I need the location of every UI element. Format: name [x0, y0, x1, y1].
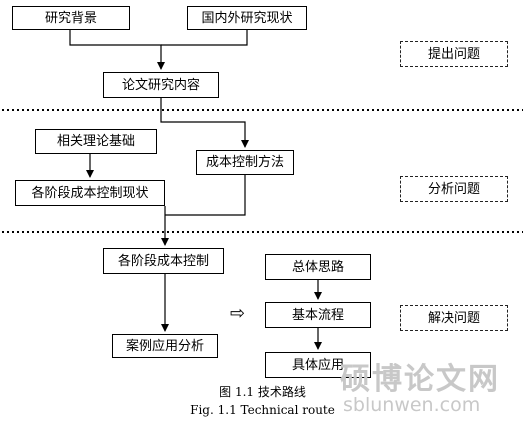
node-related-theory: 相关理论基础: [35, 129, 157, 154]
node-research-background: 研究背景: [12, 6, 130, 30]
stage-label-solve: 解决问题: [400, 305, 508, 331]
caption-english: Fig. 1.1 Technical route: [190, 403, 335, 417]
node-cost-control-method: 成本控制方法: [196, 150, 294, 175]
node-case-analysis: 案例应用分析: [112, 334, 218, 358]
node-basic-flow: 基本流程: [265, 302, 371, 328]
node-stage-cost-control: 各阶段成本控制: [103, 248, 224, 274]
connector-background-to-content: [69, 30, 165, 70]
node-stage-cost-status: 各阶段成本控制现状: [15, 180, 165, 206]
connector-content-to-method: [160, 98, 249, 148]
node-thesis-content: 论文研究内容: [103, 72, 219, 98]
node-domestic-foreign-status: 国内外研究现状: [187, 6, 307, 30]
watermark-site-name: 硕博论文网: [340, 362, 500, 397]
watermark-url: sblunwen.com: [343, 394, 481, 416]
stage-label-raise: 提出问题: [400, 41, 508, 67]
implies-arrow-icon: ⇨: [230, 303, 246, 324]
node-specific-application: 具体应用: [265, 352, 371, 378]
connector-domestic-to-content: [161, 30, 248, 46]
caption-chinese: 图 1.1 技术路线: [219, 385, 306, 399]
stage-label-analyze: 分析问题: [400, 176, 508, 202]
node-overall-idea: 总体思路: [265, 254, 371, 280]
connector-method-to-control: [165, 175, 246, 216]
